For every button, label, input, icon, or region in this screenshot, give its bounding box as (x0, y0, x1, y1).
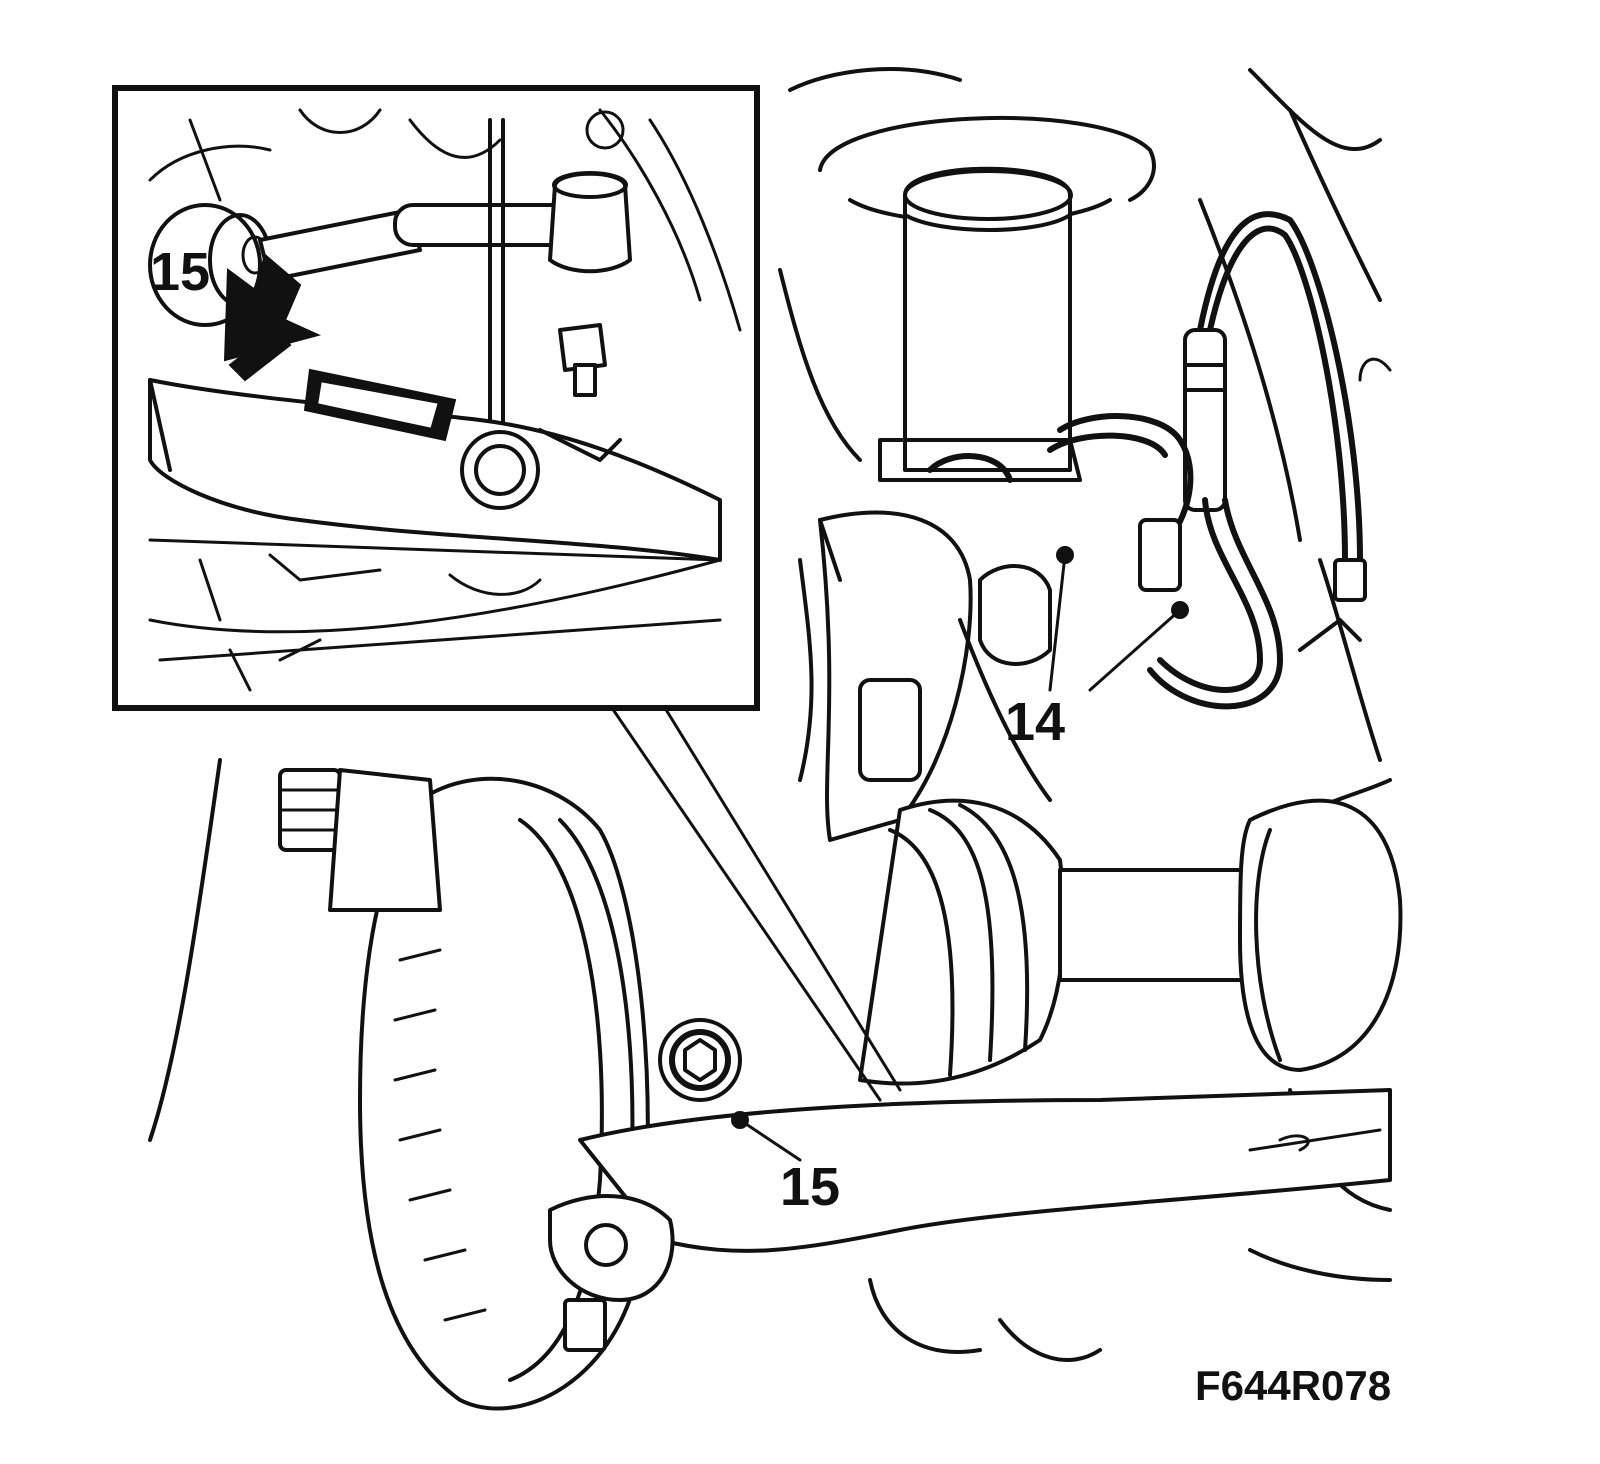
callout-15-main: 15 (780, 1157, 840, 1217)
wiring-harness (927, 211, 1367, 710)
steering-knuckle (818, 510, 1052, 842)
direction-arrow (223, 253, 321, 382)
lower-control-arm (548, 1088, 1392, 1362)
callout-leaders-main (738, 553, 1182, 1162)
ball-joint-bolt (658, 1018, 749, 1129)
chassis-background (778, 67, 1392, 1282)
main-illustration (148, 67, 1403, 1411)
inset-detail: 15 (112, 85, 902, 1102)
inset-linework (148, 108, 742, 692)
strut-assembly (818, 115, 1156, 482)
callout-14: 14 (1005, 692, 1065, 752)
wheel-hub (148, 758, 442, 1142)
drive-shaft (858, 798, 1403, 1086)
figure-id: F644R078 (1195, 1362, 1391, 1409)
callout-15-inset: 15 (150, 242, 210, 302)
